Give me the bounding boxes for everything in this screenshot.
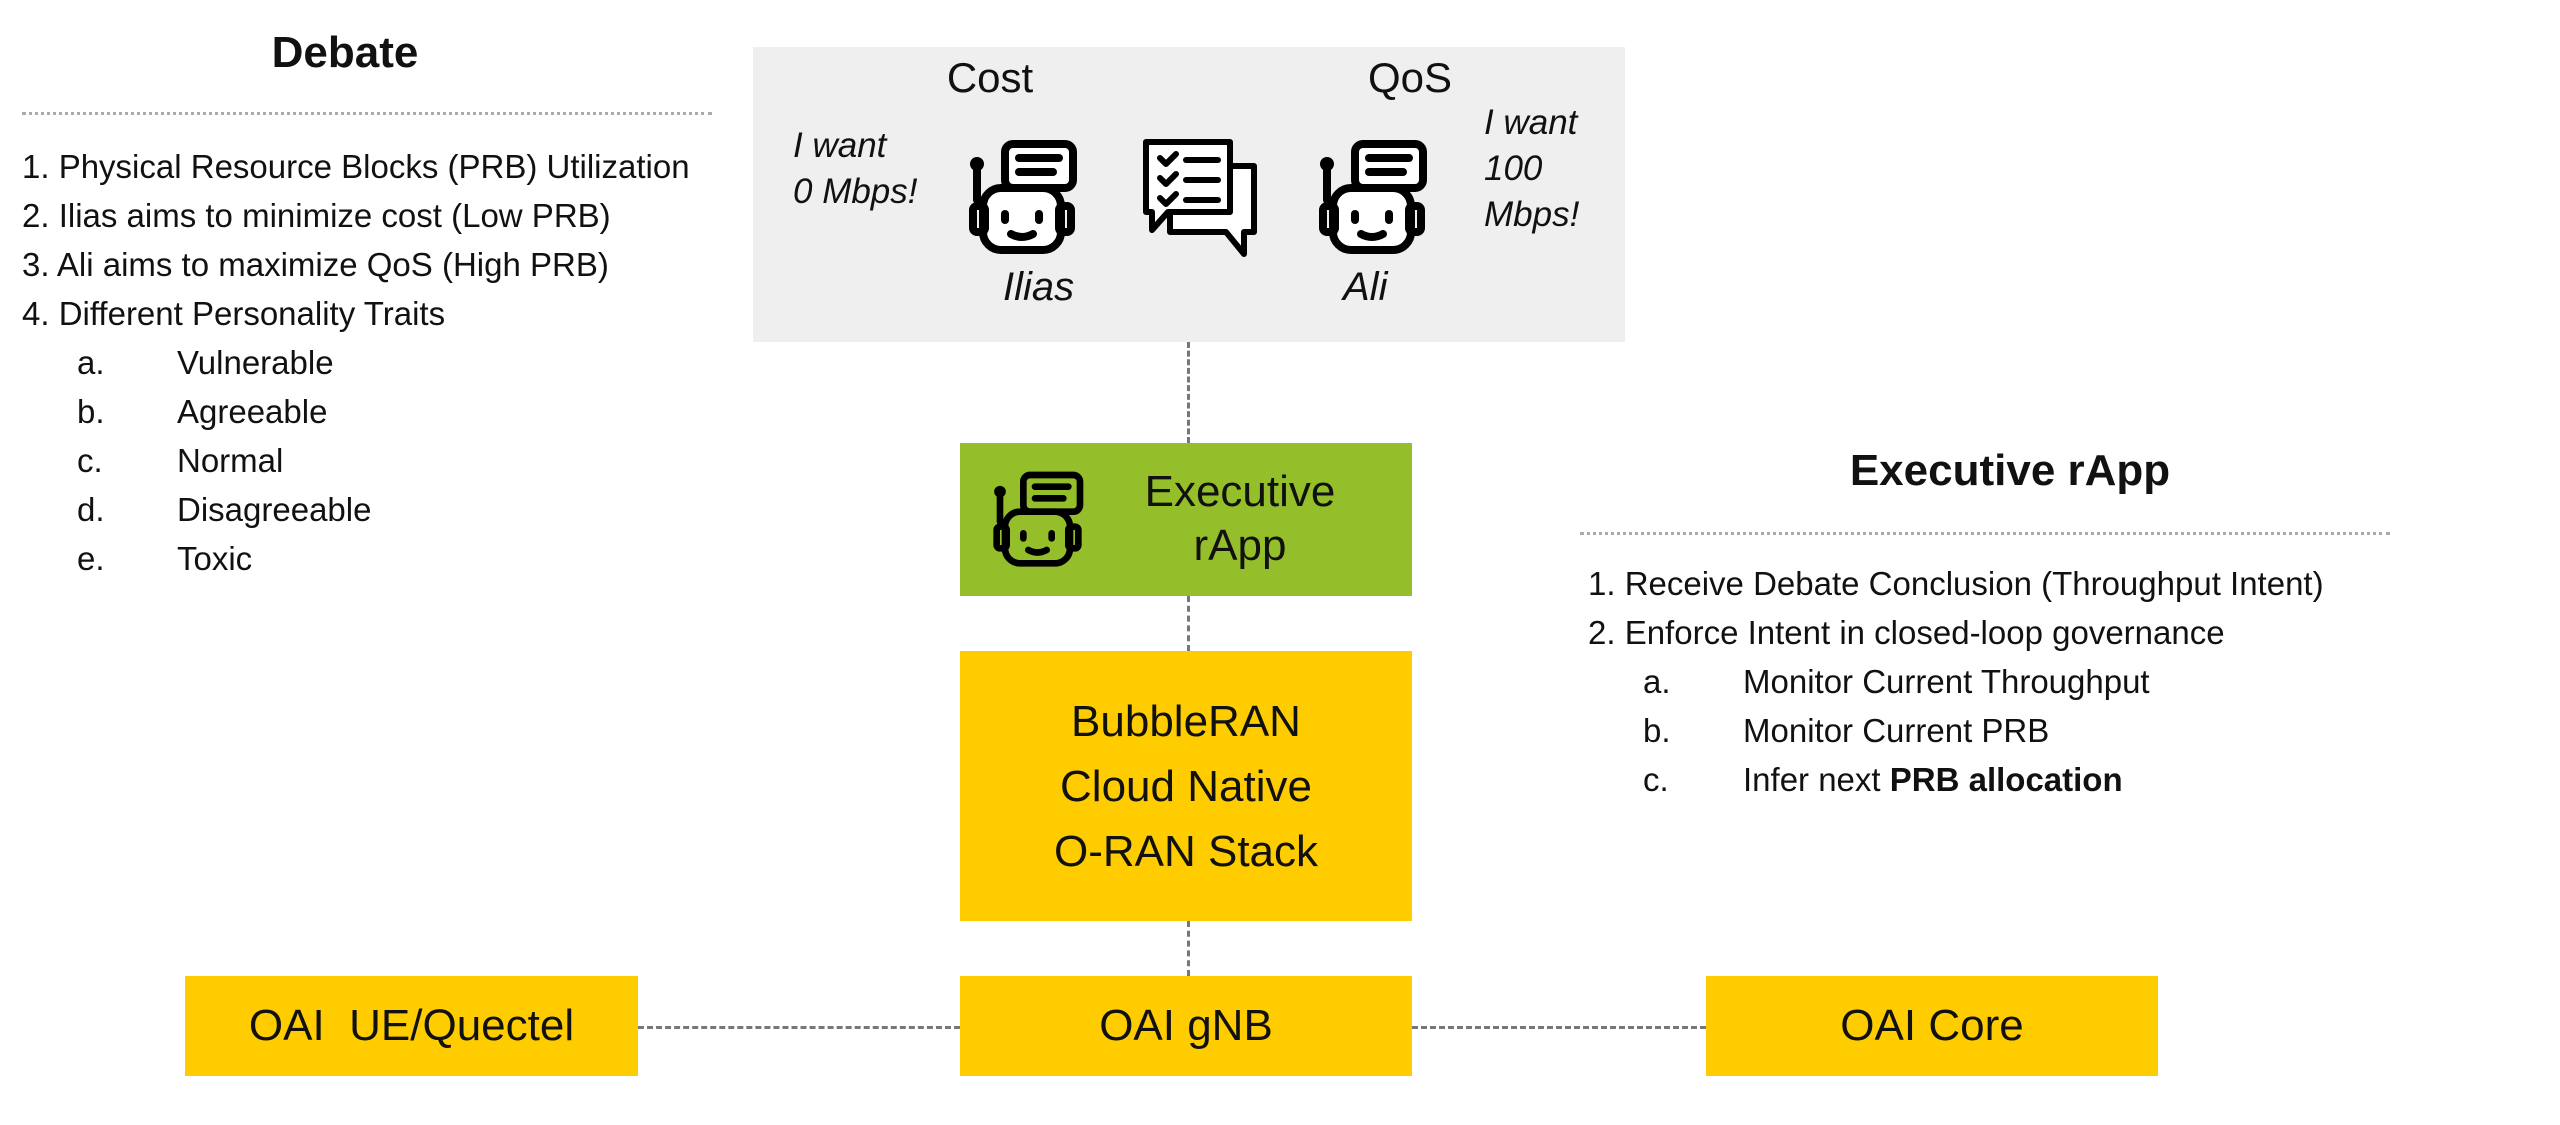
exec-subitem: c. Infer next PRB allocation xyxy=(1588,755,2324,804)
exec-panel-item: 1. Receive Debate Conclusion (Throughput… xyxy=(1588,565,2324,602)
ali-speech-line: Mbps! xyxy=(1484,195,1580,234)
trait-item: b. Agreeable xyxy=(22,387,690,436)
connector-stack-to-gnb xyxy=(1187,921,1190,976)
cost-label: Cost xyxy=(946,54,1034,101)
ilias-speech: I want 0 Mbps! xyxy=(793,123,918,215)
ilias-speech-line: 0 Mbps! xyxy=(793,172,918,211)
trait-list: a. Vulnerable b. Agreeable c. Normal d. Disa… xyxy=(22,338,690,583)
exec-subitem-letter: c. xyxy=(1643,761,1669,798)
exec-subitem-label: Monitor Current PRB xyxy=(1743,712,2050,749)
connector-box-to-executive xyxy=(1187,342,1190,443)
exec-subitem-letter: b. xyxy=(1643,712,1671,749)
exec-panel-divider xyxy=(1580,532,2390,535)
ali-speech-line: I want xyxy=(1484,103,1578,142)
trait-letter: a. xyxy=(77,344,105,381)
exec-subitem-container: a. Monitor Current Throughput b. Monitor C… xyxy=(1588,657,2324,804)
connector-gnb-to-core xyxy=(1412,1026,1706,1029)
executive-rapp-line: rApp xyxy=(1193,521,1287,570)
connector-ue-to-gnb xyxy=(638,1026,960,1029)
debate-item: 1. Physical Resource Blocks (PRB) Utiliz… xyxy=(22,148,690,185)
trait-item: e. Toxic xyxy=(22,534,690,583)
oran-stack-line: O-RAN Stack xyxy=(1053,826,1319,876)
exec-panel-list: 1. Receive Debate Conclusion (Throughput… xyxy=(1588,559,2324,804)
trait-label: Toxic xyxy=(177,540,253,577)
exec-subitem-label: Monitor Current Throughput xyxy=(1743,663,2150,700)
ilias-name: Ilias xyxy=(1003,265,1075,309)
debate-title: Debate xyxy=(271,28,419,77)
oran-stack-line: Cloud Native xyxy=(1060,761,1312,811)
connector-executive-to-stack xyxy=(1187,596,1190,651)
robot-icon xyxy=(1319,140,1427,254)
trait-list-container: a. Vulnerable b. Agreeable c. Normal d. Disa… xyxy=(22,338,690,583)
exec-subitem-emphasis: PRB allocation xyxy=(1889,761,2123,798)
oai-gnb-label: OAI gNB xyxy=(1099,1001,1273,1050)
trait-item: c. Normal xyxy=(22,436,690,485)
oai-core-block: OAI Core xyxy=(1706,976,2158,1076)
trait-letter: c. xyxy=(77,442,103,479)
exec-sublist: a. Monitor Current Throughput b. Monitor C… xyxy=(1588,657,2324,804)
executive-rapp-line: Executive xyxy=(1144,467,1336,516)
trait-label: Disagreeable xyxy=(177,491,372,528)
executive-rapp-label: Executive rApp xyxy=(1120,465,1360,573)
trait-item: a. Vulnerable xyxy=(22,338,690,387)
qos-label: QoS xyxy=(1367,54,1453,101)
debate-item: 3. Ali aims to maximize QoS (High PRB) xyxy=(22,246,609,283)
ali-name: Ali xyxy=(1343,265,1388,309)
exec-panel-title: Executive rApp xyxy=(1849,446,2171,495)
exec-subitem-label: Infer next xyxy=(1743,761,1890,798)
trait-label: Vulnerable xyxy=(177,344,334,381)
trait-letter: e. xyxy=(77,540,105,577)
debate-list: 1. Physical Resource Blocks (PRB) Utiliz… xyxy=(22,142,690,583)
oran-stack-block: BubbleRAN Cloud Native O-RAN Stack xyxy=(960,651,1412,921)
trait-label: Normal xyxy=(177,442,284,479)
trait-item: d. Disagreeable xyxy=(22,485,690,534)
trait-letter: d. xyxy=(77,491,105,528)
exec-subitem: a. Monitor Current Throughput xyxy=(1588,657,2324,706)
debate-item: 2. Ilias aims to minimize cost (Low PRB) xyxy=(22,197,611,234)
trait-label: Agreeable xyxy=(177,393,328,430)
trait-letter: b. xyxy=(77,393,105,430)
debate-item: 4. Different Personality Traits xyxy=(22,295,446,332)
exec-panel-item: 2. Enforce Intent in closed-loop governa… xyxy=(1588,614,2225,651)
robot-icon xyxy=(993,471,1084,567)
oran-stack-label: BubbleRAN Cloud Native O-RAN Stack xyxy=(1054,689,1318,884)
debate-divider xyxy=(22,112,712,115)
ali-speech: I want 100 Mbps! xyxy=(1484,100,1579,238)
oai-gnb-block: OAI gNB xyxy=(960,976,1412,1076)
ali-speech-line: 100 xyxy=(1484,149,1543,188)
oai-ue-label: OAI UE/Quectel xyxy=(248,1001,575,1050)
robot-icon xyxy=(969,140,1077,254)
oai-core-label: OAI Core xyxy=(1840,1001,2024,1050)
ilias-speech-line: I want xyxy=(793,126,887,165)
chat-checklist-icon xyxy=(1143,139,1257,257)
oai-ue-block: OAI UE/Quectel xyxy=(185,976,638,1076)
exec-subitem-letter: a. xyxy=(1643,663,1671,700)
exec-subitem: b. Monitor Current PRB xyxy=(1588,706,2324,755)
oran-stack-line: BubbleRAN xyxy=(1071,696,1301,746)
